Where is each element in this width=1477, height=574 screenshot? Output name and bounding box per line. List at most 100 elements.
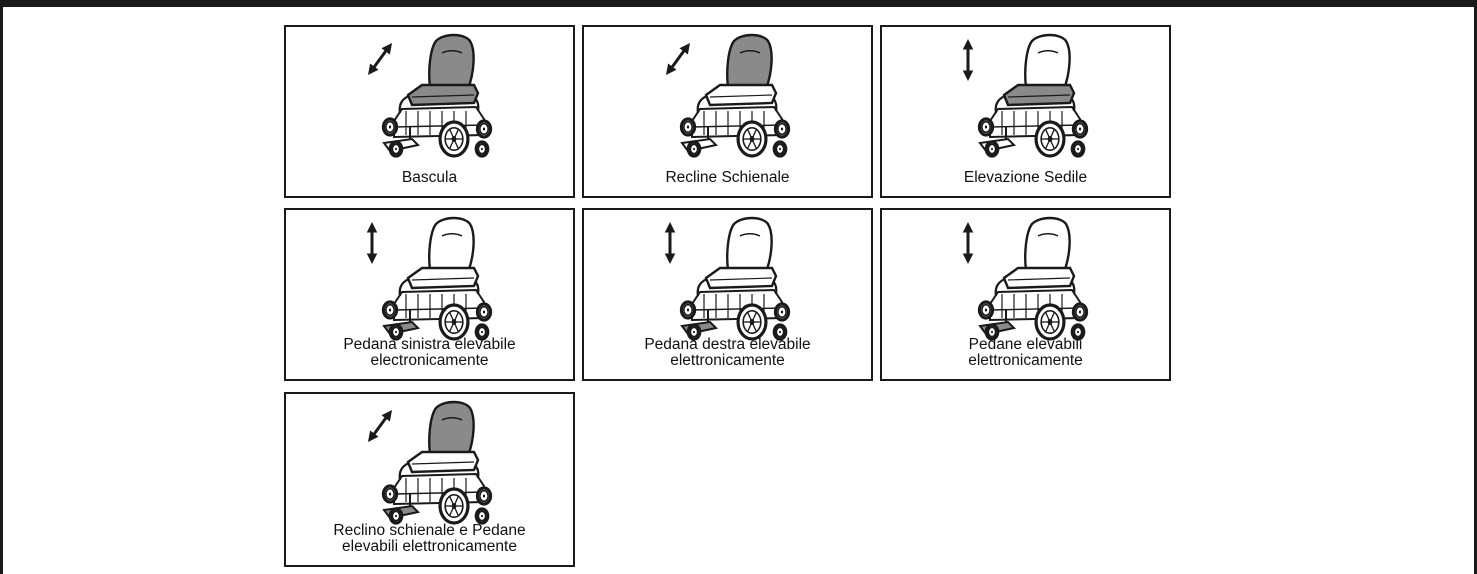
arrow-head-up bbox=[962, 39, 973, 50]
front-left-caster-hub bbox=[990, 147, 993, 151]
seating-function-panel-seat-elevation: Elevazione Sedile bbox=[880, 25, 1171, 198]
legrests-wheelchair-icon bbox=[962, 216, 1088, 341]
front-right-caster-rim bbox=[1073, 326, 1082, 338]
seat-cushion-shape bbox=[1002, 266, 1075, 290]
rear-right-caster-rim bbox=[478, 489, 489, 503]
seat-seam bbox=[709, 277, 772, 281]
panel-caption: Pedane elevabili elettronicamente bbox=[968, 336, 1083, 369]
seat-cushion-shape bbox=[704, 83, 777, 107]
front-right-caster-hub bbox=[778, 330, 781, 334]
arrow-head-up bbox=[679, 43, 690, 55]
arrow-head-up bbox=[962, 222, 973, 233]
drive-wheel-rim bbox=[741, 309, 762, 335]
rear-left-caster-hub bbox=[686, 308, 689, 312]
chassis-rail bbox=[393, 491, 484, 495]
rear-left-caster-rim bbox=[682, 120, 693, 134]
drive-wheel-hub bbox=[451, 318, 456, 326]
seat-cushion-shape bbox=[406, 83, 479, 107]
drive-wheel-rim bbox=[443, 126, 464, 152]
seating-function-panel-left-legrest: Pedana sinistra elevabile electronicamen… bbox=[284, 208, 575, 381]
seat-seam bbox=[1007, 94, 1070, 98]
drive-wheel-hub bbox=[451, 135, 456, 143]
seat-elevation-wheelchair-icon bbox=[962, 33, 1088, 158]
backrest-shape bbox=[1023, 216, 1071, 274]
backrest-shape bbox=[427, 400, 475, 458]
chassis-shape bbox=[988, 288, 1081, 322]
rear-left-caster-hub bbox=[388, 125, 391, 129]
rear-right-caster-rim bbox=[478, 122, 489, 136]
seat-seam bbox=[411, 94, 474, 98]
drive-wheel-hub bbox=[1047, 318, 1052, 326]
rear-left-caster-hub bbox=[388, 492, 391, 496]
seat-seam bbox=[411, 461, 474, 465]
front-right-caster-hub bbox=[480, 147, 483, 151]
front-left-caster-rim bbox=[689, 326, 698, 338]
drive-wheel-rim bbox=[443, 493, 464, 519]
seating-function-panel-right-legrest: Pedana destra elevabile elettronicamente bbox=[582, 208, 873, 381]
front-left-caster-hub bbox=[394, 147, 397, 151]
front-left-caster-hub bbox=[394, 330, 397, 334]
chassis-shape bbox=[988, 105, 1081, 139]
rear-left-caster-rim bbox=[980, 120, 991, 134]
chassis-rail bbox=[989, 124, 1080, 128]
rear-left-caster-hub bbox=[984, 125, 987, 129]
rear-left-caster-rim bbox=[980, 303, 991, 317]
rear-right-caster-hub bbox=[1078, 127, 1081, 131]
seat-cushion-shape bbox=[1002, 83, 1075, 107]
drive-wheel-hub bbox=[1047, 135, 1052, 143]
front-left-caster-rim bbox=[689, 143, 698, 155]
front-left-caster-rim bbox=[987, 326, 996, 338]
seat-cushion-shape bbox=[406, 450, 479, 474]
rear-right-caster-hub bbox=[780, 310, 783, 314]
backrest-shape bbox=[725, 33, 773, 91]
front-right-caster-hub bbox=[1076, 330, 1079, 334]
arrow-head-down bbox=[665, 63, 676, 75]
front-left-caster-hub bbox=[990, 330, 993, 334]
right-legrest-wheelchair-icon bbox=[664, 216, 790, 341]
backrest-seam bbox=[441, 417, 462, 421]
seat-cushion-shape bbox=[406, 266, 479, 290]
drive-wheel-rim bbox=[1039, 309, 1060, 335]
seat-seam bbox=[411, 277, 474, 281]
arrow-shaft bbox=[370, 47, 389, 71]
arrow-head-up bbox=[381, 43, 392, 55]
arrow-head-down bbox=[367, 63, 378, 75]
front-left-caster-rim bbox=[391, 143, 400, 155]
rear-left-caster-rim bbox=[384, 303, 395, 317]
front-left-caster-rim bbox=[391, 326, 400, 338]
front-left-caster-rim bbox=[391, 510, 400, 522]
rear-left-caster-rim bbox=[682, 303, 693, 317]
seating-function-panel-recline-legrests: Reclino schienale e Pedane elevabili ele… bbox=[284, 392, 575, 567]
rear-right-caster-rim bbox=[776, 122, 787, 136]
drive-wheel-rim bbox=[443, 309, 464, 335]
chassis-rail bbox=[691, 124, 782, 128]
arrow-head-up bbox=[381, 410, 392, 422]
chassis-rail bbox=[989, 307, 1080, 311]
arrow-head-up bbox=[366, 222, 377, 233]
backrest-seam bbox=[441, 233, 462, 237]
rear-left-caster-rim bbox=[384, 120, 395, 134]
front-right-caster-hub bbox=[778, 147, 781, 151]
front-right-caster-hub bbox=[480, 330, 483, 334]
chassis-shape bbox=[392, 288, 485, 322]
rear-left-caster-hub bbox=[388, 308, 391, 312]
chassis-shape bbox=[690, 105, 783, 139]
front-right-caster-hub bbox=[480, 514, 483, 518]
panel-caption: Reclino schienale e Pedane elevabili ele… bbox=[333, 522, 526, 555]
seating-function-panel-legrests: Pedane elevabili elettronicamente bbox=[880, 208, 1171, 381]
rear-left-caster-hub bbox=[984, 308, 987, 312]
backrest-shape bbox=[1023, 33, 1071, 91]
seat-seam bbox=[709, 94, 772, 98]
front-left-caster-rim bbox=[987, 143, 996, 155]
drive-wheel-hub bbox=[451, 502, 456, 510]
rear-left-caster-hub bbox=[686, 125, 689, 129]
chassis-rail bbox=[393, 124, 484, 128]
front-left-caster-hub bbox=[394, 514, 397, 518]
rear-right-caster-rim bbox=[1074, 122, 1085, 136]
drive-wheel-hub bbox=[749, 318, 754, 326]
backrest-shape bbox=[427, 33, 475, 91]
rear-right-caster-rim bbox=[478, 305, 489, 319]
chassis-rail bbox=[691, 307, 782, 311]
drive-wheel-rim bbox=[1039, 126, 1060, 152]
